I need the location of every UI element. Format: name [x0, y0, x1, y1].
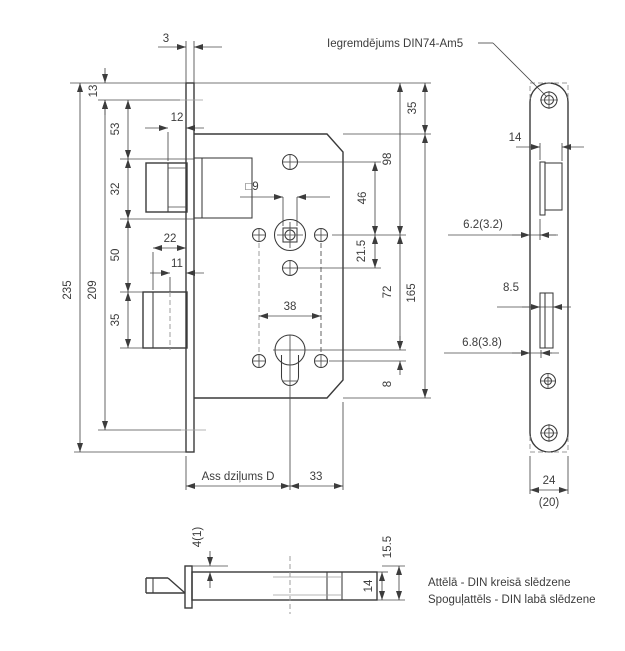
dim-bolt-cutout-offset: 6.8(3.8) — [462, 337, 502, 349]
bottom-view-dims — [192, 551, 405, 601]
faceplate-bar — [184, 565, 193, 609]
dim-plate-width-alt: (20) — [539, 497, 560, 509]
leader-line-diagonal — [492, 42, 548, 98]
side-holes-spindle-level — [251, 227, 329, 243]
latch-bolt — [145, 157, 253, 219]
dimension-lines — [77, 44, 428, 489]
dim-spindle-to-bottom-hole: 21.5 — [356, 240, 368, 262]
faceplate-bottom-screw — [540, 424, 558, 442]
faceplate-outline — [529, 82, 569, 453]
faceplate-edge — [185, 82, 195, 453]
dim-spindle-to-cylinder: 72 — [382, 286, 394, 299]
dim-latch-height: 32 — [110, 183, 122, 196]
faceplate-corner-dashed-bottom — [529, 436, 569, 453]
dim-hole-spacing: 38 — [284, 301, 297, 313]
dim-plate-width: 24 — [543, 475, 556, 487]
handing-note-line2: Spoguļattēls - DIN labā slēdzene — [428, 594, 596, 606]
dim-plate-top-to-case: 35 — [407, 102, 419, 115]
front-view: 3 13 209 235 53 32 50 35 12 22 11 □9 38 … — [62, 33, 431, 490]
cylinder-fixing-screw — [539, 372, 557, 390]
faceplate-dim-lines — [444, 143, 584, 494]
faceplate-corner-dashed-top — [529, 82, 569, 99]
dim-plate-thickness: 3 — [163, 33, 169, 45]
handing-notes: Attēlā - DIN kreisā slēdzene Spoguļattēl… — [428, 577, 596, 606]
bolt-cutout — [539, 292, 554, 349]
dim-screw-to-latch: 53 — [110, 123, 122, 136]
lock-case-outline — [194, 133, 344, 399]
case-depth-outline — [191, 571, 378, 601]
bottom-fixing-hole — [281, 259, 299, 277]
dim-spindle-square: □9 — [245, 181, 258, 193]
dim-plate-length: 235 — [62, 280, 74, 299]
dim-bolt-span: 22 — [164, 233, 177, 245]
dim-screw-spacing: 209 — [87, 280, 99, 299]
latch-bolt-side — [145, 577, 186, 594]
spindle-follower-hole — [273, 218, 307, 252]
dim-spindle-to-top-hole: 46 — [357, 192, 369, 205]
dim-bolt-cutout-width: 8.5 — [503, 282, 519, 294]
dim-case-depth: 14 — [363, 579, 375, 592]
dim-cylinder-hole-offset: 8 — [382, 381, 394, 387]
dim-latch-cutout-offset: 6.2(3.2) — [463, 219, 503, 231]
dim-top-to-screw: 13 — [88, 85, 100, 98]
side-holes-cylinder-level — [251, 353, 329, 369]
dead-bolt — [142, 291, 188, 350]
cylinder-hole — [273, 334, 307, 390]
latch-cutout — [539, 161, 563, 216]
bottom-view: 4(1) 15.5 14 — [145, 527, 405, 614]
dim-case-height: 165 — [406, 283, 418, 302]
countersink-note-group: Iegremdējums DIN74-Am5 — [327, 38, 548, 98]
dim-latch-step: 4(1) — [192, 527, 204, 548]
backset-label: Ass dziļums D — [202, 471, 275, 483]
dim-axis-to-back: 33 — [310, 471, 323, 483]
extension-lines — [70, 41, 431, 490]
dim-latch-cutout-width: 14 — [509, 132, 522, 144]
dim-top-to-spindle: 98 — [382, 153, 394, 166]
countersink-note: Iegremdējums DIN74-Am5 — [327, 38, 463, 50]
dim-latch-width: 12 — [171, 112, 184, 124]
dim-latch-to-bolt: 50 — [110, 249, 122, 262]
handing-note-line1: Attēlā - DIN kreisā slēdzene — [428, 577, 571, 589]
top-fixing-hole — [281, 153, 299, 171]
dim-bolt-height: 35 — [110, 314, 122, 327]
faceplate-top-screw — [540, 91, 558, 109]
dim-overall-depth: 15.5 — [382, 536, 394, 558]
faceplate-view: 14 6.2(3.2) 8.5 6.8(3.8) 24 (20) — [444, 82, 584, 509]
dim-bolt-axis: 11 — [171, 258, 183, 270]
